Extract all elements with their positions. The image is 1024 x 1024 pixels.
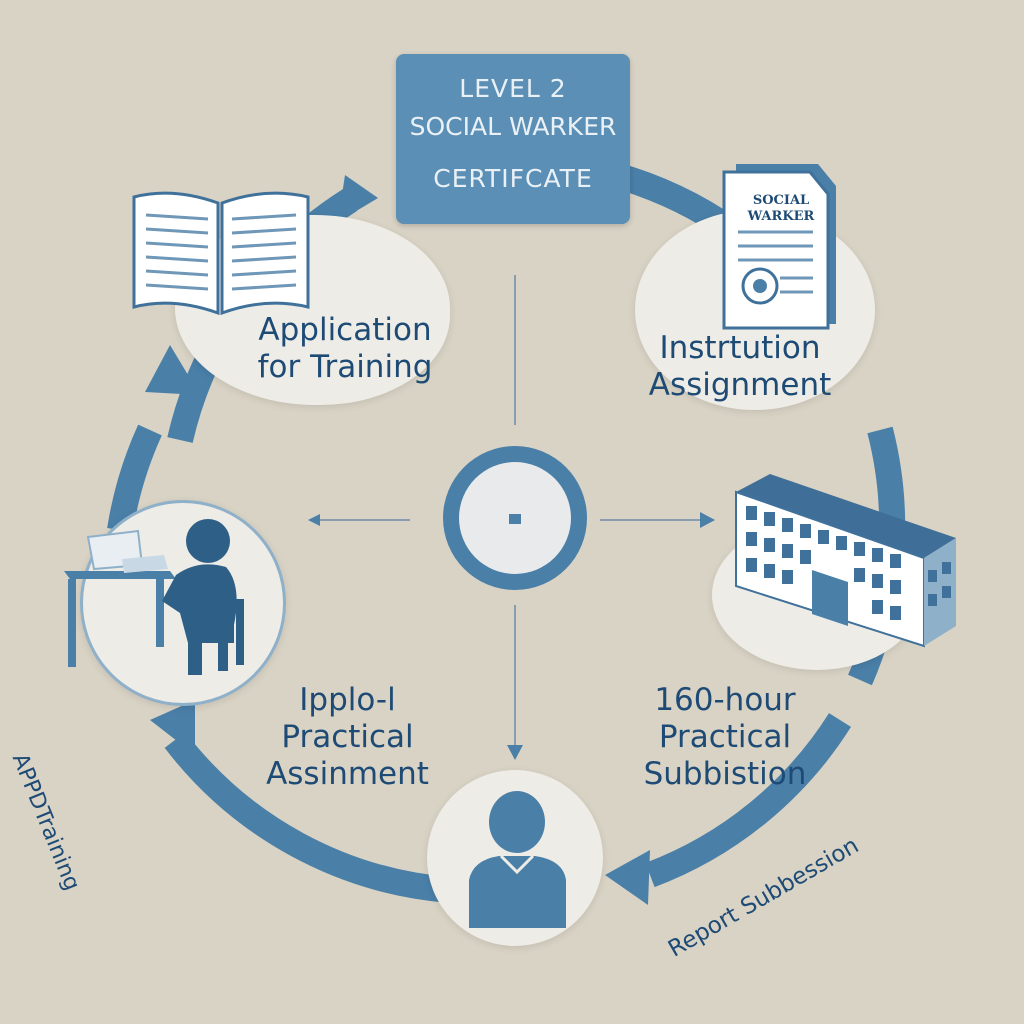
label-line: Practical	[281, 719, 414, 755]
label-line: 160-hour	[654, 682, 796, 718]
step-application-label: Application for Training	[230, 312, 460, 386]
title-line-3: CERTIFCATE	[433, 164, 593, 193]
arrowhead-left	[145, 345, 200, 395]
label-line: Practical	[658, 719, 792, 755]
document-line: WARKER	[747, 209, 815, 224]
open-book-icon	[132, 191, 310, 316]
central-hub	[443, 446, 587, 590]
guide-arrow-down	[507, 745, 523, 760]
arrowhead-bottom-left	[150, 700, 195, 755]
cycle-arc-bottom-left	[164, 732, 452, 903]
label-line: Application	[258, 312, 432, 348]
step-practical-label: Ipplo-l Practical Assinment	[240, 682, 455, 793]
title-line-2: SOCIAL WARKER	[409, 112, 617, 141]
document-line: SOCIAL	[752, 193, 810, 208]
step-submission-label: 160-hour Practical Subbistion	[625, 682, 825, 793]
cycle-arc-bottom-right	[645, 713, 851, 888]
step-institution-label: Instrtution Assignment	[625, 330, 855, 404]
person-at-desk-icon	[64, 519, 244, 675]
label-line: Ipplo-l	[299, 682, 396, 718]
guide-arrow-left	[308, 514, 320, 526]
label-line: Subbistion	[643, 756, 807, 792]
person-avatar-icon	[469, 791, 566, 928]
document-caption: SOCIAL WARKER	[736, 193, 826, 225]
label-line: for Training	[257, 349, 433, 385]
label-line: Assinment	[266, 756, 429, 792]
label-line: Assignment	[648, 367, 832, 403]
arrowhead-bottom-right	[605, 850, 650, 905]
certificate-document-icon	[722, 164, 836, 330]
label-line: Instrtution	[659, 330, 821, 366]
title-line-1: LEVEL 2	[459, 74, 567, 103]
certificate-title-box: LEVEL 2 SOCIAL WARKER CERTIFCATE	[396, 54, 630, 224]
guide-arrow-right	[700, 512, 715, 528]
building-icon	[735, 474, 956, 648]
arrowhead-top	[338, 175, 378, 222]
